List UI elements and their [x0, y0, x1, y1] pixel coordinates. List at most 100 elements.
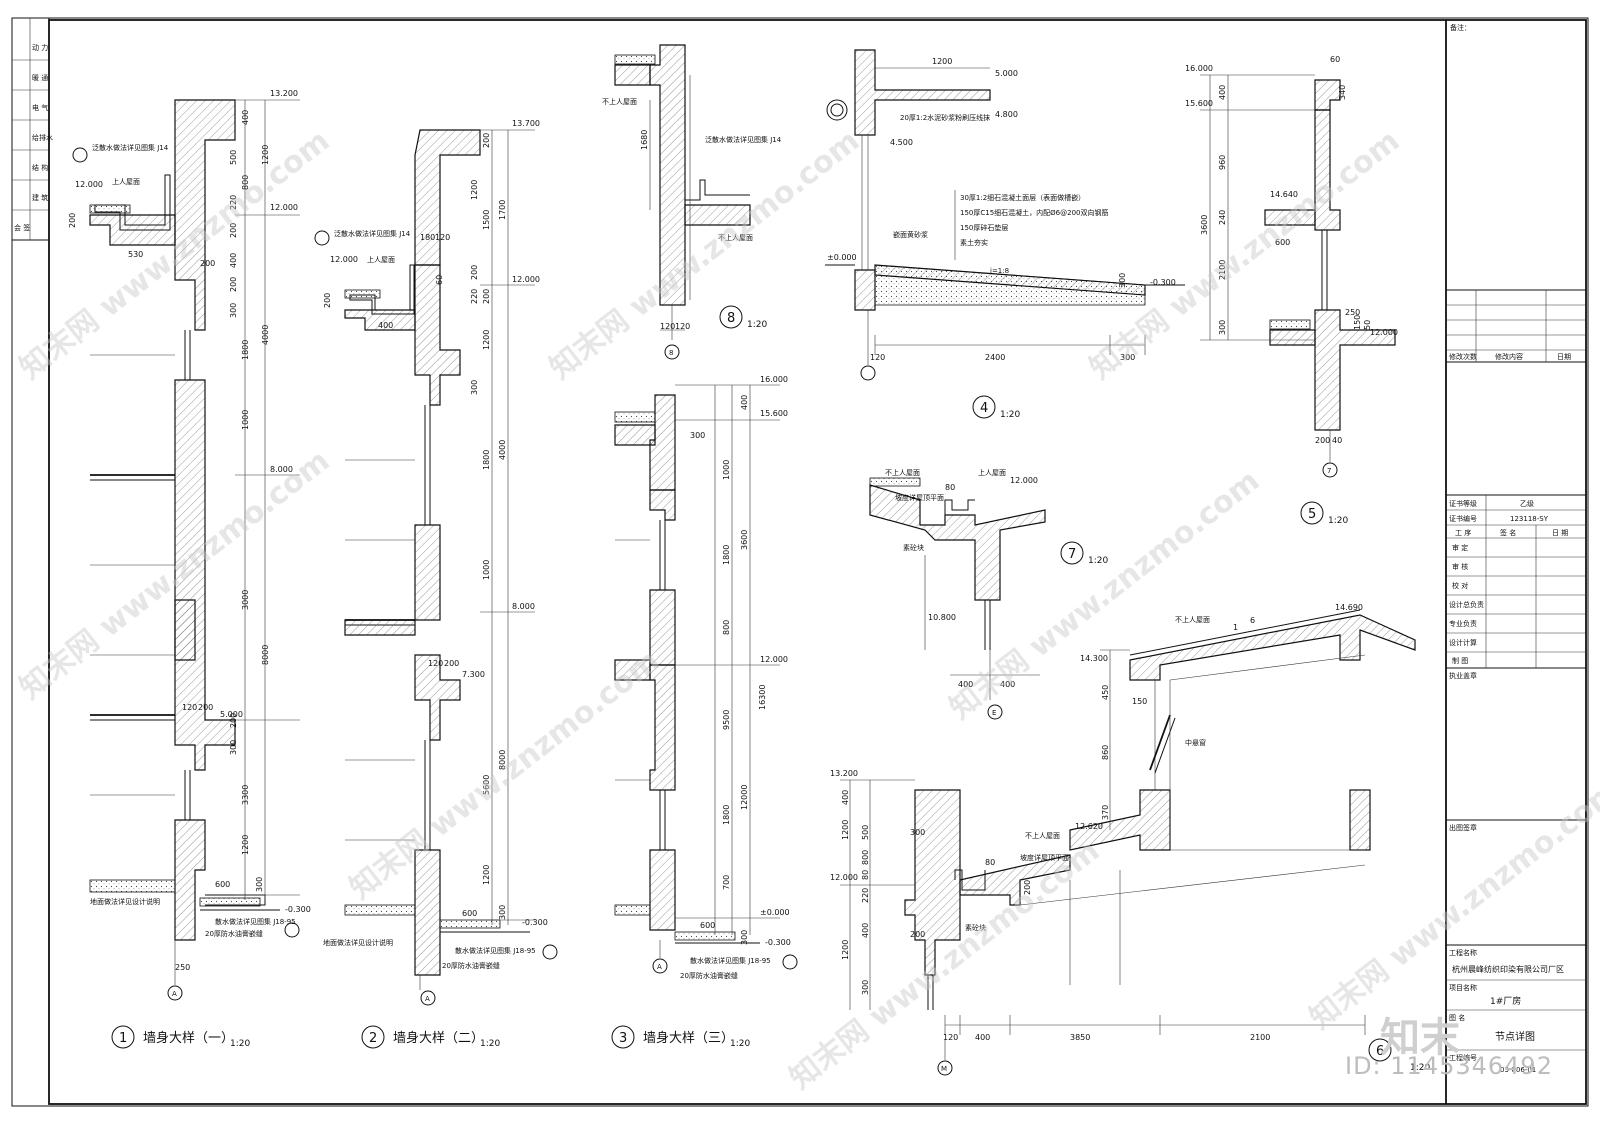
- axis-label: E: [992, 709, 996, 717]
- level: -0.300: [522, 918, 548, 927]
- dim: 400: [1218, 85, 1227, 100]
- level: 12.620: [1075, 822, 1103, 831]
- detail-6: M 14.690 14.300 13.200 12.620 12.000 6 1…: [830, 603, 1430, 1076]
- brand-logo: 知末: [1380, 1015, 1460, 1061]
- dim: 1200: [841, 820, 850, 840]
- strip-label: 暖 通: [32, 73, 48, 82]
- dim: 6: [1250, 616, 1255, 625]
- strip-label: 会 签: [14, 223, 30, 232]
- strip-label: 结 构: [32, 163, 48, 172]
- dim: 800: [241, 175, 250, 190]
- dim: 200: [68, 213, 77, 228]
- dim: 3850: [1070, 1033, 1090, 1042]
- dim: 300: [740, 930, 749, 945]
- dim: 1200: [241, 835, 250, 855]
- view-scale: 1:20: [1088, 556, 1108, 566]
- dim: 1800: [722, 545, 731, 565]
- axis-label: 7: [1327, 467, 1331, 475]
- level: 8.000: [270, 465, 293, 474]
- dim: 500: [861, 825, 870, 840]
- watermark: 知末网 www.znzmo.com: [543, 123, 866, 386]
- view-scale: 1:20: [1000, 410, 1020, 420]
- view-number: 2: [369, 1031, 377, 1046]
- role-name: 专业负责: [1449, 619, 1477, 628]
- watermark: 知末网 www.znzmo.com: [1303, 773, 1600, 1036]
- dim: 200: [198, 703, 213, 712]
- note: 地面做法详见设计说明: [90, 897, 160, 906]
- dim: 860: [1101, 745, 1110, 760]
- dim: 300: [1218, 320, 1227, 335]
- dim: 1200: [482, 865, 491, 885]
- dim: 400: [229, 253, 238, 268]
- view-title: 墙身大样（一）: [143, 1030, 234, 1046]
- dim: 3000: [241, 590, 250, 610]
- strip-label: 建 筑: [32, 193, 48, 202]
- view-number: 5: [1308, 507, 1316, 522]
- dim: 250: [1345, 308, 1360, 317]
- dim: 3600: [1200, 215, 1209, 235]
- level: 5.000: [220, 710, 243, 719]
- level: -0.300: [1150, 278, 1176, 287]
- view-number: 4: [980, 401, 988, 416]
- dim: 12000: [740, 785, 749, 810]
- cert-no-label: 证书编号: [1449, 514, 1477, 523]
- level: 13.200: [270, 89, 298, 98]
- role-name: 设计总负责: [1449, 600, 1484, 609]
- strip-label: 给排水: [32, 133, 53, 142]
- level: -0.300: [285, 905, 311, 914]
- dim: 40: [1332, 436, 1342, 445]
- dim: 120: [435, 233, 450, 242]
- note: 散水做法详见图集 J18-95: [690, 956, 771, 965]
- wall-thickness: 250: [175, 963, 190, 972]
- level: 15.600: [1185, 99, 1213, 108]
- note: 嵌面黄砂浆: [893, 230, 928, 239]
- note: 素土夯实: [960, 238, 988, 247]
- level: 14.640: [1270, 190, 1298, 199]
- level: 15.600: [760, 409, 788, 418]
- view-title: 墙身大样（三）: [643, 1030, 734, 1046]
- dim: 300: [861, 980, 870, 995]
- view-number: 6: [1376, 1044, 1384, 1059]
- watermark: 知末网 www.znzmo.com: [343, 643, 666, 906]
- level: 5.000: [995, 69, 1018, 78]
- note: 散水做法详见图集 J18-95: [455, 946, 536, 955]
- dim: 300: [229, 740, 238, 755]
- drawing-no: 03-006-01: [1500, 1066, 1536, 1074]
- dim: 120: [428, 659, 443, 668]
- level: 12.000: [75, 180, 103, 189]
- view-scale: 1:20: [230, 1039, 250, 1049]
- level: 12.000: [760, 655, 788, 664]
- dim: 120: [182, 703, 197, 712]
- dim: 80: [985, 858, 995, 867]
- role-header: 工 序: [1455, 528, 1471, 537]
- level: 16.000: [1185, 64, 1213, 73]
- dim: 2100: [1250, 1033, 1270, 1042]
- axis-label: A: [657, 963, 662, 971]
- dim: 400: [241, 110, 250, 125]
- role-name: 设计计算: [1449, 638, 1477, 647]
- dim: 3300: [241, 785, 250, 805]
- dim: 300: [255, 877, 264, 892]
- note: 坡度详屋顶平面: [895, 493, 944, 502]
- cert-level-label: 证书等级: [1449, 499, 1477, 508]
- level: 8.000: [512, 602, 535, 611]
- dim: 220: [470, 289, 479, 304]
- dim: 2400: [985, 353, 1005, 362]
- note: 不上人屋面: [602, 97, 637, 106]
- role-name: 校 对: [1452, 581, 1468, 590]
- dim: 200: [482, 289, 491, 304]
- detail-5: 7 16.000 15.600 14.640 12.000 60 340 400…: [1185, 55, 1398, 526]
- seal-label: 执业盖章: [1449, 671, 1477, 680]
- level: 13.700: [512, 119, 540, 128]
- strip-label: 电 气: [32, 103, 48, 112]
- dim: 1800: [722, 805, 731, 825]
- detail-wall-3: A 16.000 15.600 12.000 ±0.000 -0.300 400…: [611, 375, 798, 1049]
- note: 20厚防水油膏嵌缝: [680, 971, 738, 980]
- view-scale: 1:20: [1328, 516, 1348, 526]
- dim: 180: [420, 233, 435, 242]
- dim: 60: [435, 275, 444, 285]
- level: 4.500: [890, 138, 913, 147]
- axis-label: A: [425, 995, 430, 1003]
- dim: 200: [229, 223, 238, 238]
- dim: 200: [229, 713, 238, 728]
